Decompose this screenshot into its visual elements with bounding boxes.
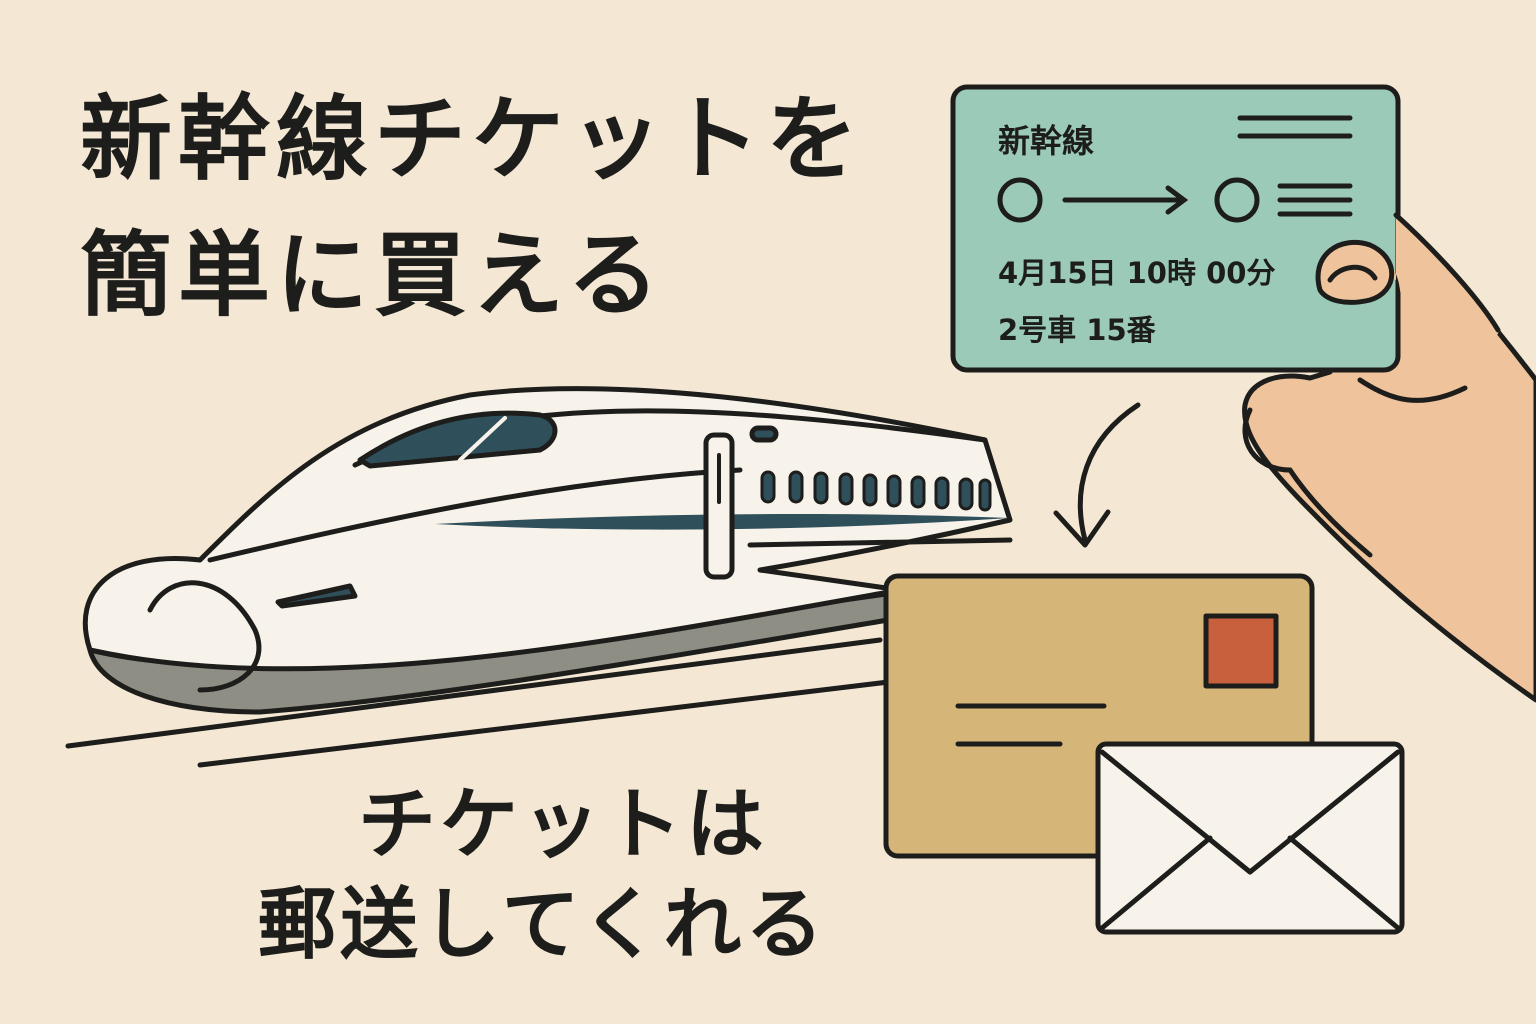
- letter-fold: [1287, 835, 1401, 931]
- train-door: [703, 432, 735, 580]
- origin-station-circle: [997, 177, 1043, 223]
- small-window: [749, 425, 779, 443]
- train-headlight: [275, 583, 358, 609]
- ticket-card: 新幹線 4月15日 10時 00分 2号車 15番: [950, 84, 1401, 373]
- train-stripe-line: [747, 537, 1013, 548]
- ticket-seat: 2号車 15番: [998, 313, 1157, 347]
- passenger-window: [978, 478, 992, 512]
- passenger-window: [886, 474, 902, 508]
- rail-line: [197, 677, 908, 768]
- subheadline-line-1: チケットは: [358, 780, 769, 870]
- train-side-curve: [207, 467, 743, 563]
- arrow-down-icon: [1053, 402, 1141, 548]
- passenger-window: [934, 476, 950, 510]
- headline-line-1: 新幹線チケットを: [80, 86, 865, 193]
- passenger-window: [958, 477, 974, 511]
- passenger-window: [838, 472, 854, 506]
- shinkansen-train-illustration: [65, 386, 1013, 768]
- subheadline-line-2: 郵送してくれる: [258, 880, 828, 970]
- subheadline: チケットは 郵送してくれる: [258, 775, 827, 975]
- route-arrowhead: [1165, 185, 1189, 215]
- passenger-window: [813, 471, 829, 505]
- passenger-window: [910, 475, 926, 509]
- ticket-datetime: 4月15日 10時 00分: [998, 256, 1275, 290]
- train-cockpit-window: [357, 410, 558, 469]
- letter-flap: [1099, 749, 1401, 875]
- train-nose: [147, 580, 262, 693]
- headline: 新幹線チケットを 簡単に買える: [80, 72, 864, 344]
- ticket-title: 新幹線: [998, 122, 1094, 160]
- headline-line-2: 簡単に買える: [80, 222, 666, 329]
- letter-body: [1095, 741, 1405, 935]
- passenger-window: [760, 470, 776, 504]
- window-divider: [458, 416, 507, 462]
- destination-station-circle: [1214, 177, 1260, 223]
- passenger-window: [862, 473, 878, 507]
- passenger-window: [788, 470, 804, 504]
- letter-fold: [1099, 835, 1213, 931]
- passenger-windows: [760, 470, 992, 512]
- rail-line: [65, 637, 883, 749]
- hand-thumb: [1242, 212, 1501, 558]
- letter-envelope-icon: [1095, 741, 1405, 935]
- stamp: [1203, 613, 1279, 689]
